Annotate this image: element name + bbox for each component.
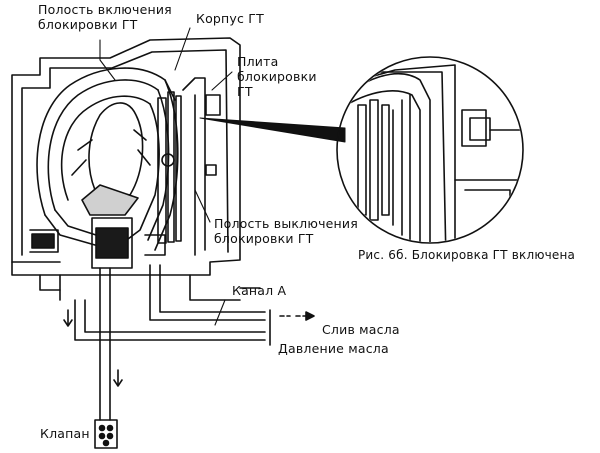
housing-outline bbox=[11, 37, 261, 301]
oil-channels bbox=[74, 264, 271, 421]
turbine bbox=[71, 102, 151, 216]
valve-block bbox=[94, 419, 118, 449]
figure-caption: Рис. 6б. Блокировка ГТ включена bbox=[358, 248, 576, 262]
label-channel-a: Канал А bbox=[232, 283, 287, 298]
zoom-wedge bbox=[199, 117, 346, 143]
leader-lines bbox=[99, 27, 233, 326]
label-lockup-plate: Плита блокировки ГТ bbox=[237, 54, 317, 99]
label-valve: Клапан bbox=[40, 426, 90, 441]
label-oil-pressure: Давление масла bbox=[278, 341, 389, 356]
detail-magnifier bbox=[336, 56, 524, 244]
hub-shaft bbox=[29, 217, 166, 269]
flow-arrows bbox=[63, 309, 315, 387]
label-converter-housing: Корпус ГТ bbox=[196, 11, 264, 26]
label-lockup-on-cavity: Полость включения блокировки ГТ bbox=[38, 2, 172, 32]
label-oil-drain: Слив масла bbox=[322, 322, 400, 337]
lockup-piston bbox=[157, 77, 221, 256]
converter-torus bbox=[36, 67, 179, 251]
label-lockup-off-cavity: Полость выключения блокировки ГТ bbox=[214, 216, 358, 246]
